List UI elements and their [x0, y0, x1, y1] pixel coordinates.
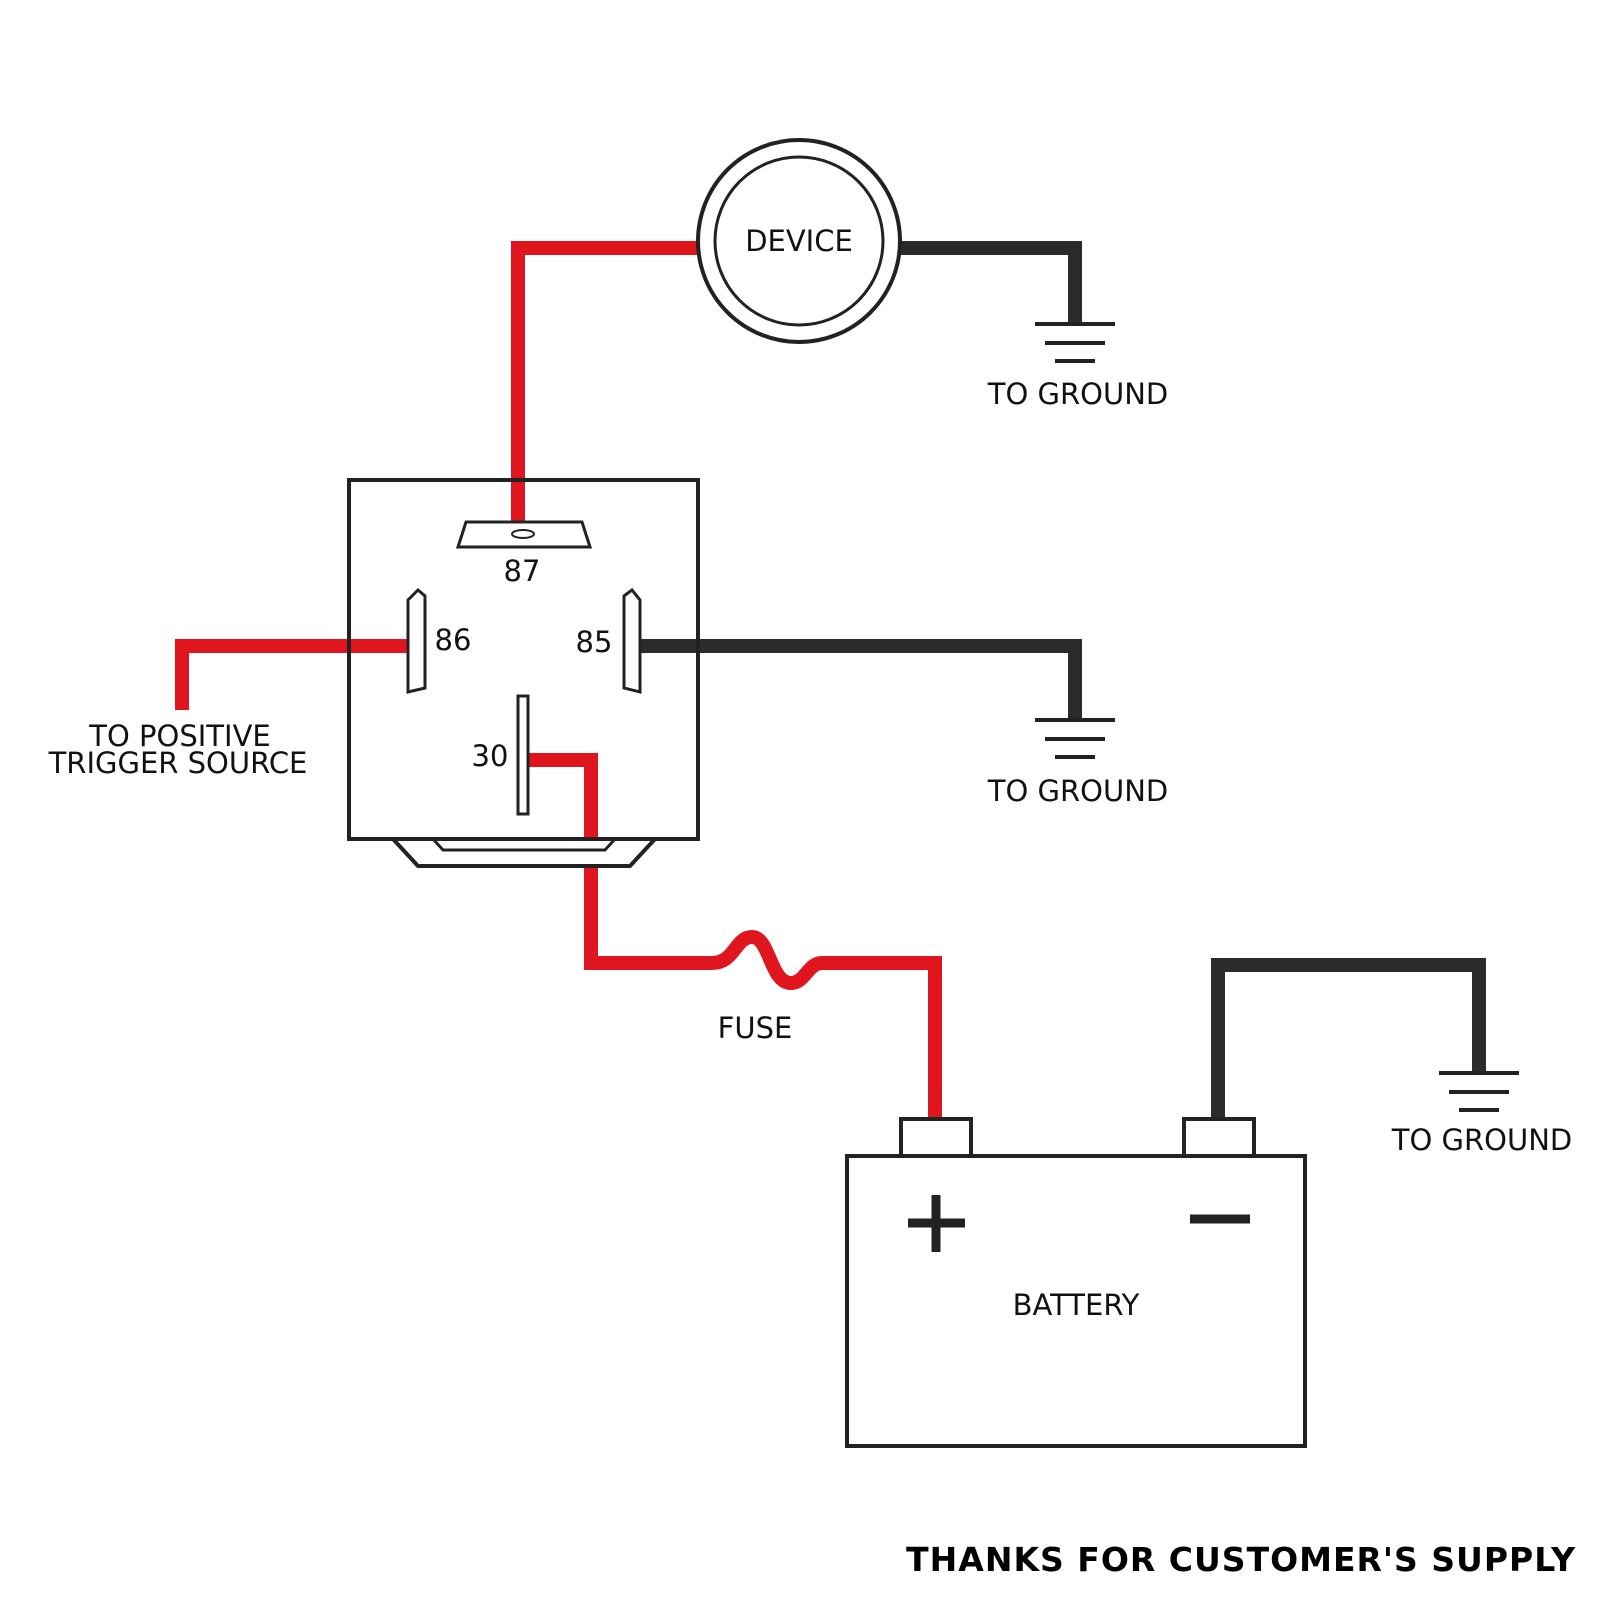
wire-86-to-trigger: [175, 639, 408, 710]
ground-symbol-battery: [1439, 1071, 1519, 1112]
wire-85-to-ground: [640, 639, 1082, 718]
ground-symbol-device: [1035, 322, 1115, 363]
device-label: DEVICE: [745, 224, 853, 258]
relay-base-slot: [429, 837, 619, 852]
pin-30-label: 30: [472, 739, 509, 773]
footer-text: THANKS FOR CUSTOMER'S SUPPLY: [906, 1540, 1576, 1579]
ground-label-device: TO GROUND: [987, 377, 1168, 411]
trigger-label-line2: TRIGGER SOURCE: [48, 746, 308, 780]
relay: 87 86 85 30: [347, 478, 700, 868]
wire-device-to-ground: [898, 241, 1082, 322]
pin-85-label: 85: [576, 625, 613, 659]
trigger-label-line1: TO POSITIVE: [88, 719, 270, 753]
pin-85-terminal: [622, 587, 642, 694]
device: DEVICE: [696, 138, 902, 344]
relay-base: [388, 837, 660, 868]
pin-87-label: 87: [504, 554, 541, 588]
wire-battery-negative-to-ground: [1211, 958, 1486, 1117]
ground-label-relay: TO GROUND: [987, 774, 1168, 808]
plus-icon: [908, 1195, 965, 1252]
battery: BATTERY: [845, 1117, 1307, 1448]
ground-symbol-relay: [1035, 718, 1115, 759]
pin-86-terminal: [406, 587, 427, 694]
pin-30-terminal: [516, 694, 530, 816]
battery-label: BATTERY: [1013, 1288, 1140, 1322]
battery-terminal-positive: [899, 1117, 973, 1158]
battery-body: [845, 1154, 1307, 1448]
battery-terminal-negative: [1182, 1117, 1256, 1158]
fuse-label: FUSE: [718, 1011, 793, 1045]
ground-label-battery: TO GROUND: [1391, 1123, 1572, 1157]
wire-30-fuse-battery: [526, 753, 942, 1117]
pin-86-label: 86: [435, 623, 472, 657]
wire-87-to-device: [511, 241, 700, 526]
